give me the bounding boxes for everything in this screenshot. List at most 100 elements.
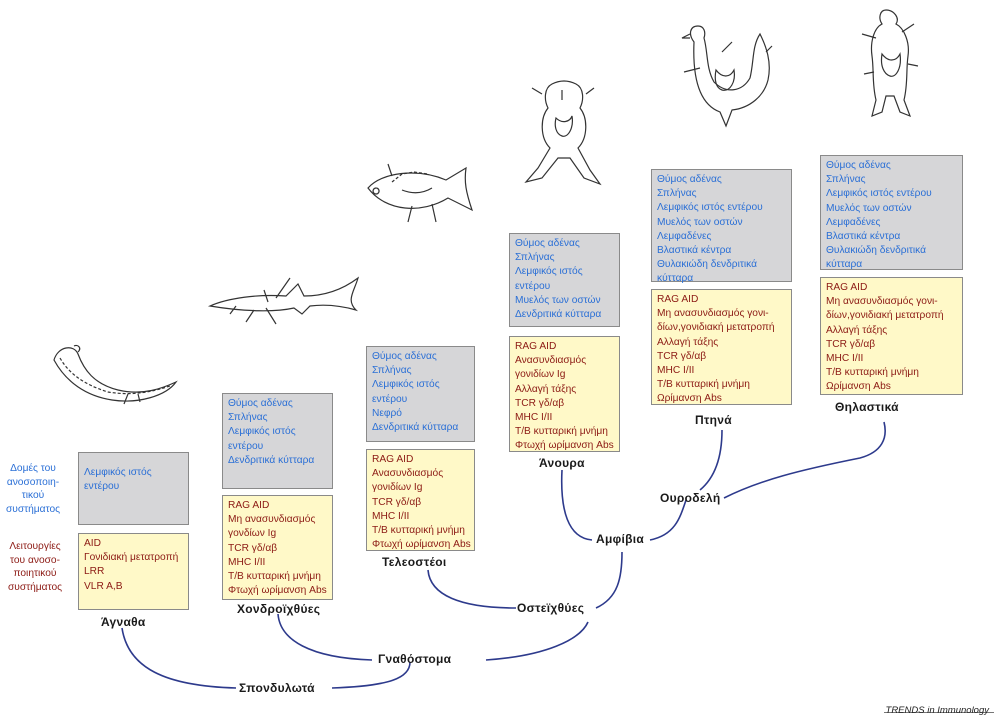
function-item: T/B κυτταρική μνήμη [372,525,465,537]
function-item: Αλλαγή τάξης [515,383,577,395]
structure-item: Θύμος αδένας [826,160,891,171]
structure-item: Λεμφαδένες [826,216,881,228]
structure-item: Βλαστικά κέντρα [657,245,732,257]
function-item: Μη ανασυνδιασμός γονι- [826,296,938,308]
function-item: Ωρίμανση Abs [657,393,722,405]
structure-item: Δενδριτικά κύτταρα [372,422,459,434]
function-item: γονδίων Ig [228,528,277,540]
row-label-line: Δομές του [10,463,56,474]
structure-item: Μυελός των οστών [826,202,912,214]
function-item: Γονιδιακή μετατροπή [84,552,179,564]
clade-label-amphibians: Αμφίβια [596,532,645,546]
clade-label-urodeles: Ουροδελή [660,491,721,505]
structure-item: Θύμος αδένας [228,398,293,409]
function-item: δίων,γονιδιακή μετατροπή [826,310,944,322]
branch-anura [560,469,593,541]
functions-row-label: Λειτουργίες του ανοσο- ποιητικού συστήμα… [2,540,68,594]
structure-item: Σπλήνας [826,174,866,186]
structure-item: Λεμφικός ιστός [515,266,583,278]
branch-amphibia-right [649,499,687,541]
row-label-line: συστήματος [7,581,63,593]
structure-item: κύτταρα [657,273,694,285]
structure-item: Δενδριτικά κύτταρα [515,309,602,321]
teleostei-functions-box: RAG AID Ανασυνδιασμός γονιδίων Ig TCR γδ… [366,449,475,551]
structure-item: Σπλήνας [515,252,555,264]
agnatha-structures-box: Λεμφικός ιστός εντέρου [78,452,189,525]
structure-item: Λεμφικός ιστός εντέρου [826,188,932,200]
structure-item: εντέρου [372,393,408,405]
fish-illustration [367,163,474,223]
function-item: MHC I/II [657,365,695,377]
structure-item: εντέρου [515,280,551,292]
function-item: RAG AID [515,341,557,352]
function-item: RAG AID [228,500,270,511]
function-item: TCR γδ/αβ [228,542,278,554]
teleostei-structures-box: Θύμος αδένας Σπλήνας Λεμφικός ιστός εντέ… [366,346,475,442]
row-label-line: τικού [21,490,45,501]
function-item: Μη ανασυνδιασμός [228,514,316,526]
taxon-label-agnatha: Άγναθα [101,615,146,629]
function-item: RAG AID [372,454,414,465]
function-item: Φτωχή ωρίμανση Abs [515,440,614,452]
structure-item: Βλαστικά κέντρα [826,231,901,243]
credit-rule [884,712,994,713]
function-item: MHC I/II [372,510,410,522]
taxon-label-chondrichthyes: Χονδροϊχθύες [237,602,321,616]
structure-item: Σπλήνας [657,188,697,200]
mammal-illustration [861,9,919,118]
structure-item: Θύμος αδένας [372,351,437,362]
function-item: Ανασυνδιασμός [372,468,444,480]
structure-item: Θύμος αδένας [515,238,580,249]
function-item: T/B κυτταρική μνήμη [228,571,321,583]
function-item: Αλλαγή τάξης [657,336,719,348]
function-item: δίων,γονιδιακή μετατροπή [657,322,775,334]
clade-label-osteichthyes: Οστεϊχθύες [517,601,585,615]
structure-item: Θυλακιώδη δενδριτικά [657,259,757,271]
row-label-line: Λειτουργίες [9,541,61,552]
structure-item: Θύμος αδένας [657,174,722,185]
branch-vertebrates-right [331,661,411,689]
lamprey-illustration [53,344,178,405]
function-item: T/B κυτταρική μνήμη [515,426,608,438]
taxon-label-teleostei: Τελεοστέοι [382,555,447,569]
row-label-line: του ανοσο- [10,554,60,566]
structure-item: Μυελός των οστών [515,294,601,306]
function-item: MHC I/II [826,353,864,365]
function-item: MHC I/II [228,556,266,568]
mammalia-functions-box: RAG AID Μη ανασυνδιασμός γονι- δίων,γονι… [820,277,963,395]
anura-functions-box: RAG AID Ανασυνδιασμός γονιδίων Ig Αλλαγή… [509,336,620,452]
function-item: γονιδίων Ig [515,369,566,381]
row-label-line: ποιητικού [13,568,57,579]
structure-item: εντέρου [228,440,264,452]
branch-osteichthyes-right [595,551,623,609]
frog-illustration [524,80,602,186]
function-item: MHC I/II [515,412,553,424]
structure-item: Σπλήνας [372,365,412,377]
clade-label-vertebrates: Σπονδυλωτά [239,681,315,695]
structure-item: Λεμφικός ιστός εντέρου [657,202,763,214]
branch-gnathostomes-right [485,621,589,661]
function-item: VLR A,B [84,580,123,592]
function-item: T/B κυτταρική μνήμη [657,379,750,391]
structures-row-label: Δομές του ανοσοποιη- τικού συστήματος [2,462,64,516]
structure-item: κύτταρα [826,259,863,271]
function-item: Μη ανασυνδιασμός γονι- [657,308,769,320]
chondrichthyes-structures-box: Θύμος αδένας Σπλήνας Λεμφικός ιστός εντέ… [222,393,333,489]
function-item: Ανασυνδιασμός [515,355,587,367]
structure-item: Δενδριτικά κύτταρα [228,454,315,466]
function-item: TCR γδ/αβ [826,338,876,350]
taxon-label-aves: Πτηνά [695,413,732,427]
function-item: Φτωχή ωρίμανση Abs [228,585,327,597]
taxon-label-mammalia: Θηλαστικά [835,400,899,414]
shark-illustration [207,276,360,325]
credit-text: TRENDS in Immunology [885,705,989,716]
anura-structures-box: Θύμος αδένας Σπλήνας Λεμφικός ιστός εντέ… [509,233,620,327]
branch-teleostei [427,569,517,609]
function-item: TCR γδ/αβ [372,496,422,508]
function-item: Ωρίμανση Abs [826,381,891,393]
structure-item: Λεμφαδένες [657,230,712,242]
structure-item: Λεμφικός ιστός [84,467,152,478]
row-label-line: συστήματος [5,503,61,515]
function-item: T/B κυτταρική μνήμη [826,367,919,379]
